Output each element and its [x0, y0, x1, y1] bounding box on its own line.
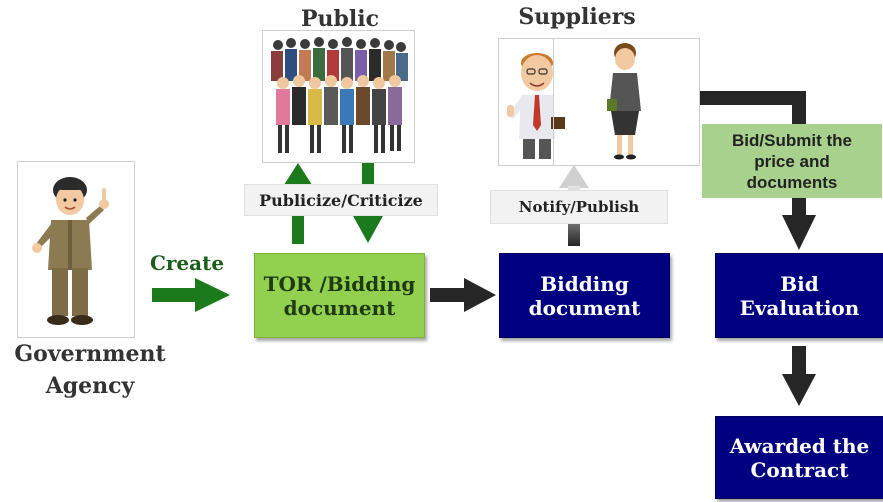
bidding-document-box: Bidding document: [499, 253, 670, 338]
notify-publish-caption: Notify/Publish: [490, 190, 668, 224]
tor-bidding-document-box: TOR /Bidding document: [254, 253, 425, 338]
suppliers-image: [498, 38, 700, 166]
government-official-icon: [32, 177, 109, 325]
tor-to-bidding-arrow: [430, 278, 496, 312]
public-label: Public: [300, 6, 380, 32]
bid-evaluation-box: Bid Evaluation: [715, 253, 883, 338]
bid-submit-note: Bid/Submit the price and documents: [702, 124, 882, 198]
suppliers-icon: [507, 39, 641, 165]
government-agency-label: Government Agency: [14, 341, 166, 399]
publicize-criticize-caption: Publicize/Criticize: [244, 184, 438, 216]
government-agency-image: [17, 161, 135, 338]
suppliers-label: Suppliers: [518, 4, 636, 30]
public-crowd-image: [262, 30, 415, 163]
awarded-contract-box: Awarded the Contract: [715, 416, 883, 499]
evaluation-to-award-arrow: [782, 346, 816, 406]
crowd-icon: [271, 37, 408, 153]
create-label: Create: [149, 251, 225, 275]
create-arrow: [152, 278, 230, 312]
